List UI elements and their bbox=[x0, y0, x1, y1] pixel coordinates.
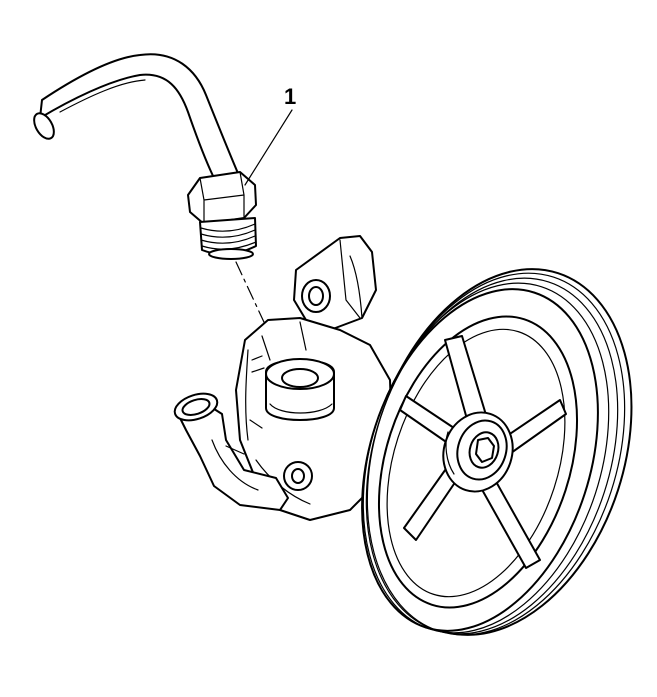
pressure-hose bbox=[33, 53, 241, 181]
alignment-line bbox=[235, 261, 291, 379]
callout-label-1: 1 bbox=[284, 84, 296, 109]
pump-body bbox=[235, 235, 393, 521]
hose-fitting bbox=[187, 171, 257, 260]
hub-hex-socket bbox=[475, 437, 495, 463]
pulley bbox=[361, 268, 633, 636]
inlet-elbow bbox=[173, 392, 289, 511]
callout-leader-line bbox=[244, 109, 293, 186]
